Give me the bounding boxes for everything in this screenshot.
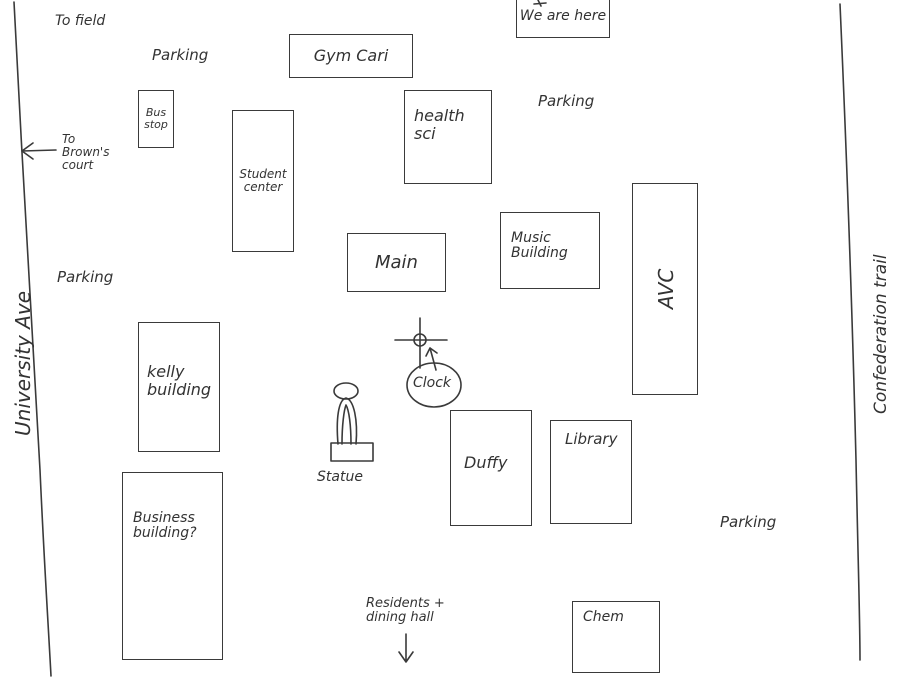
clock-circle xyxy=(406,362,462,408)
arrow-down-icon xyxy=(398,633,414,663)
parking-label: Parking xyxy=(152,46,209,64)
building-label: health sci xyxy=(414,106,465,143)
landmark-clock-label: Clock xyxy=(413,375,452,391)
parking-label: Parking xyxy=(57,268,114,286)
building-label: Music Building xyxy=(511,230,568,262)
building-label: Main xyxy=(375,251,418,273)
building-library: Library xyxy=(550,420,632,524)
parking-label: Parking xyxy=(538,92,595,110)
street-university-ave: University Ave xyxy=(11,290,35,436)
star-icon xyxy=(533,0,547,7)
building-business: Business building? xyxy=(122,472,223,660)
building-music: Music Building xyxy=(500,212,600,289)
building-label: Student center xyxy=(239,166,287,194)
building-main: Main xyxy=(347,233,446,292)
building-kelly: kelly building xyxy=(138,322,220,452)
building-student-center: Student center xyxy=(232,110,294,252)
parking-label: Parking xyxy=(720,513,777,531)
you-are-here-box: We are here xyxy=(516,0,610,38)
building-label: AVC xyxy=(654,268,678,309)
building-label: kelly building xyxy=(147,362,212,399)
building-label: Chem xyxy=(583,609,624,625)
building-label: Bus stop xyxy=(144,105,168,131)
building-label: Duffy xyxy=(464,453,508,472)
clock-tower-icon xyxy=(394,317,448,369)
statue-icon xyxy=(330,382,374,462)
trail-confederation: Confederation trail xyxy=(871,254,891,414)
university-ave-road xyxy=(13,1,52,677)
building-chem: Chem xyxy=(572,601,660,673)
confederation-trail-road xyxy=(839,3,861,661)
building-duffy: Duffy xyxy=(450,410,532,526)
building-gym: Gym Cari xyxy=(289,34,413,78)
building-bus-stop: Bus stop xyxy=(138,90,174,148)
direction-residents-dining: Residents + dining hall xyxy=(366,596,445,626)
building-label: Library xyxy=(565,430,618,448)
arrow-up-icon xyxy=(425,347,438,371)
you-are-here-label: We are here xyxy=(519,7,607,24)
direction-to-field: To field xyxy=(55,13,106,29)
arrow-left-icon xyxy=(21,142,57,160)
direction-to-browns-court: To Brown's court xyxy=(62,132,110,173)
building-avc: AVC xyxy=(632,183,698,395)
building-label: Gym Cari xyxy=(313,46,389,66)
building-label: Business building? xyxy=(133,510,197,542)
landmark-statue-label: Statue xyxy=(317,469,363,485)
building-health-sci: health sci xyxy=(404,90,492,184)
